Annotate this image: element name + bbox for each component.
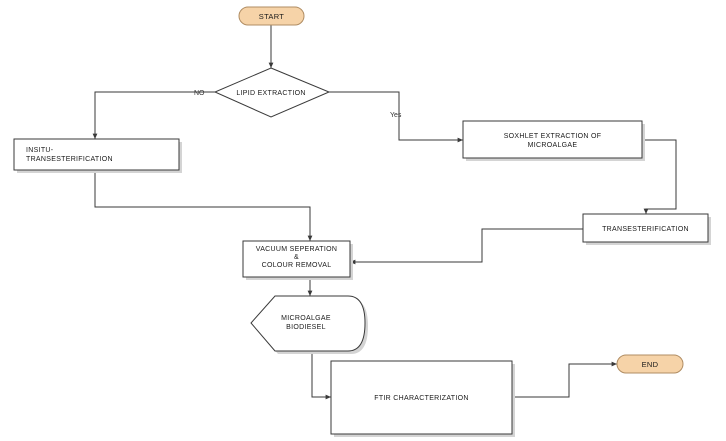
start-node[interactable]: START	[238, 6, 305, 26]
process-node-transesterification-label: TRANSESTERIFICATION	[602, 226, 689, 233]
process-node-insitu-line1: INSITU-	[26, 147, 54, 154]
process-node-transesterification[interactable]: TRANSESTERIFICATION	[582, 213, 711, 245]
decision-node-shape	[213, 67, 331, 118]
process-node-soxhlet[interactable]: SOXHLET EXTRACTION OF MICROALGAE	[462, 120, 645, 161]
edge-label-no: NO	[194, 90, 205, 97]
process-node-soxhlet-line2: MICROALGAE	[528, 142, 578, 149]
edge-decision-no-to-insitu	[92, 91, 215, 139]
process-node-vacuum-line2: &	[294, 254, 299, 261]
edge-decision-yes-to-soxhlet	[329, 91, 463, 143]
display-node-biodiesel[interactable]: MICROALGAE BIODIESEL	[250, 295, 368, 354]
edge-ftir-to-end	[512, 361, 617, 398]
decision-node-label: LIPID EXTRACTION	[236, 90, 305, 97]
process-node-transesterification-shape	[582, 213, 709, 243]
process-node-soxhlet-shape	[462, 120, 643, 159]
end-node-shape	[616, 354, 684, 374]
process-node-vacuum-line1: VACUUM SEPERATION	[256, 246, 337, 253]
edge-biodiesel-to-ftir	[311, 351, 331, 400]
connectors	[92, 25, 677, 400]
process-node-vacuum-line3: COLOUR REMOVAL	[262, 262, 332, 269]
start-node-label: START	[259, 12, 285, 21]
end-node[interactable]: END	[616, 354, 684, 374]
process-node-ftir[interactable]: FTIR CHARACTERIZATION	[330, 360, 515, 437]
decision-node-lipid-extraction[interactable]: LIPID EXTRACTION	[213, 67, 331, 118]
process-node-insitu-shape	[13, 138, 180, 171]
edge-insitu-to-vacuum	[94, 170, 313, 241]
display-node-biodiesel-line1: MICROALGAE	[281, 315, 331, 322]
process-node-insitu-line2: TRANSESTERIFICATION	[26, 156, 113, 163]
display-node-biodiesel-shape	[250, 295, 366, 352]
edge-label-yes: Yes	[390, 112, 402, 119]
process-node-ftir-shape	[330, 360, 513, 435]
edge-soxhlet-to-transesterification	[642, 139, 677, 214]
display-node-biodiesel-line2: BIODIESEL	[286, 324, 326, 331]
process-node-vacuum[interactable]: VACUUM SEPERATION & COLOUR REMOVAL	[242, 240, 353, 280]
process-node-ftir-label: FTIR CHARACTERIZATION	[374, 395, 468, 402]
process-node-soxhlet-line1: SOXHLET EXTRACTION OF	[504, 133, 602, 140]
start-node-shape	[238, 6, 305, 26]
process-node-insitu[interactable]: INSITU- TRANSESTERIFICATION	[13, 138, 182, 173]
process-node-vacuum-shape	[242, 240, 351, 278]
end-node-label: END	[642, 360, 659, 369]
edge-transesterification-to-vacuum	[350, 228, 583, 265]
